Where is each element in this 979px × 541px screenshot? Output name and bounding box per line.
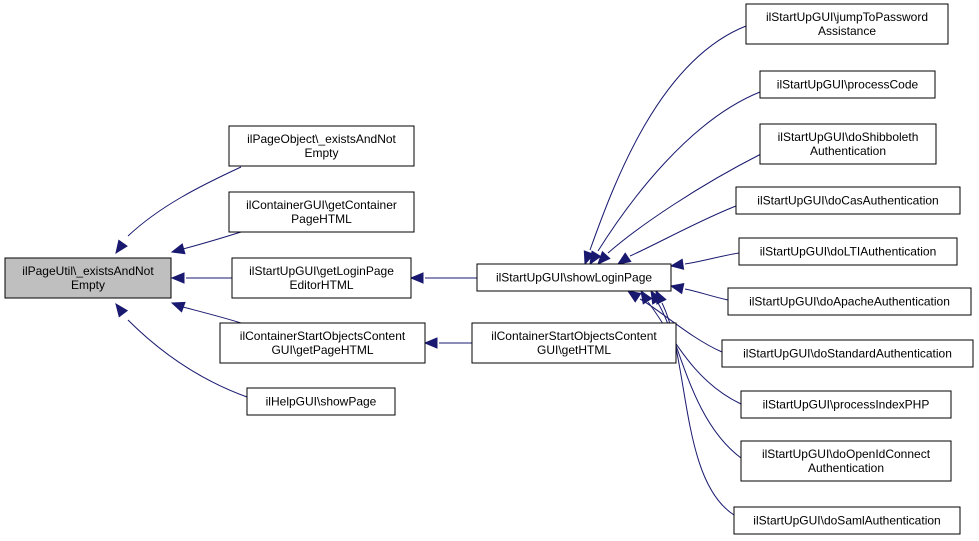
edge-oidc-to-slp [650, 289, 742, 459]
node-label: ilStartUpGUI\doSamlAuthentication [753, 514, 940, 528]
node-box [228, 191, 415, 233]
node-box [759, 70, 936, 99]
arrowhead [655, 289, 667, 305]
arrowhead [409, 272, 424, 284]
node-box [740, 440, 952, 482]
node-label: Assistance [818, 24, 876, 38]
node-label: ilHelpGUI\showPage [266, 395, 377, 409]
node-label: GUI\getPageHTML [271, 343, 373, 357]
node-box [471, 322, 677, 364]
node-label: ilStartUpGUI\doShibboleth [778, 130, 919, 144]
node-label: ilContainerGUI\getContainer [246, 198, 397, 212]
edge-lti-to-slp [669, 252, 740, 270]
edge-apache-to-slp [669, 282, 729, 301]
edge-pip-to-slp [640, 289, 742, 405]
node-oidc[interactable]: ilStartUpGUI\doOpenIdConnectAuthenticati… [740, 440, 952, 482]
node-saml[interactable]: ilStartUpGUI\doSamlAuthentication [733, 506, 961, 535]
node-label: ilStartUpGUI\jumpToPassword [766, 10, 928, 24]
node-csocp[interactable]: ilContainerStartObjectsContentGUI\getPag… [219, 322, 426, 364]
node-box [721, 339, 974, 368]
edge-cg-to-root [170, 231, 242, 255]
node-box [759, 123, 937, 165]
node-label: ilStartUpGUI\getLoginPage [249, 264, 394, 278]
edge-jtp-to-slp [583, 25, 747, 266]
node-label: Empty [71, 278, 105, 292]
node-label: Authentication [808, 461, 884, 475]
node-label: ilContainerStartObjectsContent [240, 329, 406, 343]
edge-po-to-root [115, 166, 242, 255]
node-label: ilContainerStartObjectsContent [491, 329, 657, 343]
node-apache[interactable]: ilStartUpGUI\doApacheAuthentication [727, 287, 972, 316]
node-label: ilStartUpGUI\doCasAuthentication [757, 194, 938, 208]
node-box [219, 322, 426, 364]
edges-layer [115, 25, 762, 516]
node-label: ilStartUpGUI\processIndexPHP [763, 398, 930, 412]
arrowhead [626, 290, 642, 303]
edge-help-to-root [115, 302, 248, 398]
node-box [735, 186, 961, 215]
node-std[interactable]: ilStartUpGUI\doStandardAuthentication [721, 339, 974, 368]
node-label: ilStartUpGUI\doLTIAuthentication [760, 245, 937, 259]
node-pip[interactable]: ilStartUpGUI\processIndexPHP [740, 390, 952, 419]
node-label: ilStartUpGUI\showLoginPage [496, 271, 652, 285]
node-label: ilStartUpGUI\doStandardAuthentication [743, 347, 952, 361]
arrowhead [115, 239, 128, 255]
arrowhead [170, 301, 186, 313]
node-label: ilStartUpGUI\processCode [777, 78, 919, 92]
arrowhead [423, 337, 438, 349]
arrowhead [589, 250, 602, 266]
node-box [727, 287, 972, 316]
arrowhead [640, 289, 653, 305]
edge-slp-to-sgl [409, 272, 477, 284]
node-help[interactable]: ilHelpGUI\showPage [246, 387, 396, 416]
node-cas[interactable]: ilStartUpGUI\doCasAuthentication [735, 186, 961, 215]
node-label: ilPageObject\_existsAndNot [247, 132, 396, 146]
node-label: Empty [304, 146, 338, 160]
arrowhead [669, 282, 685, 295]
node-pc[interactable]: ilStartUpGUI\processCode [759, 70, 936, 99]
node-label: ilPageUtil\_existsAndNot [22, 264, 154, 278]
arrowhead [170, 272, 185, 284]
edge-shib-to-slp [597, 153, 762, 265]
edge-csoch-to-csocp [423, 337, 472, 349]
node-label: ilStartUpGUI\doOpenIdConnect [762, 447, 931, 461]
node-label: EditorHTML [289, 278, 353, 292]
node-box [4, 257, 172, 299]
node-box [228, 125, 415, 167]
node-box [738, 237, 958, 266]
node-box [231, 257, 412, 299]
nodes-layer: ilPageUtil\_existsAndNotEmptyilPageObjec… [4, 3, 974, 535]
node-box [745, 3, 949, 45]
arrowhead [115, 302, 129, 318]
node-label: GUI\getHTML [537, 343, 611, 357]
arrowhead [616, 252, 632, 265]
edge-cas-to-slp [616, 205, 737, 265]
edge-pc-to-slp [589, 91, 761, 266]
node-slp[interactable]: ilStartUpGUI\showLoginPage [476, 263, 672, 292]
node-label: ilStartUpGUI\doApacheAuthentication [749, 295, 950, 309]
node-box [476, 263, 672, 292]
arrowhead [170, 243, 186, 255]
edge-csocp-to-root [170, 301, 242, 324]
node-label: Authentication [810, 144, 886, 158]
edge-sgl-to-root [170, 272, 232, 284]
node-lti[interactable]: ilStartUpGUI\doLTIAuthentication [738, 237, 958, 266]
node-box [740, 390, 952, 419]
arrowhead [669, 258, 685, 270]
node-box [246, 387, 396, 416]
node-box [733, 506, 961, 535]
arrowhead [597, 250, 611, 265]
node-label: PageHTML [291, 212, 352, 226]
node-csoch[interactable]: ilContainerStartObjectsContentGUI\getHTM… [471, 322, 677, 364]
